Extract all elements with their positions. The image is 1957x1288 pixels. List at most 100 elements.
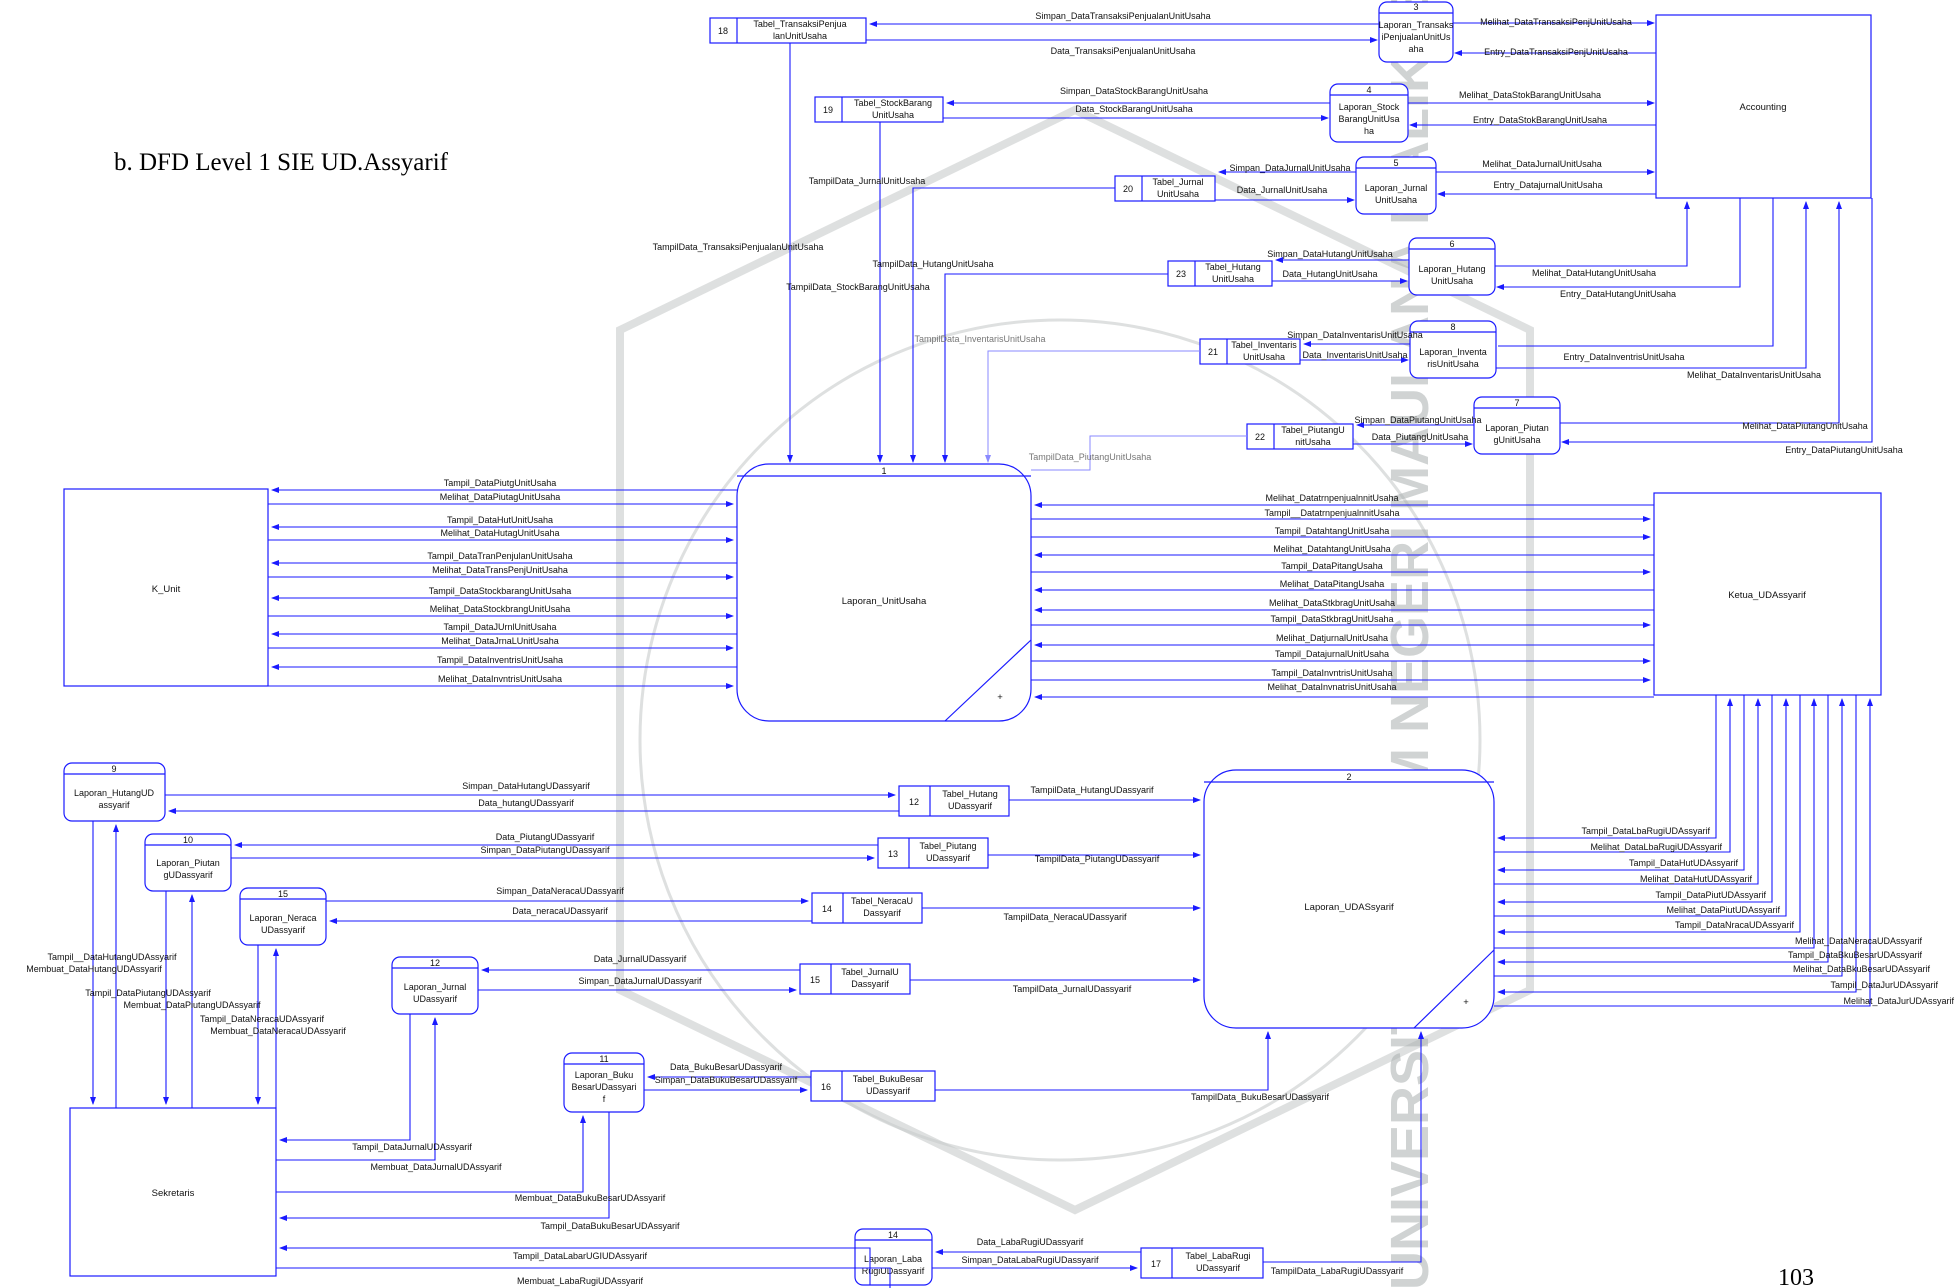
flow-label: Tampil_DatahtangUnitUsaha bbox=[1275, 526, 1390, 536]
process-number: 9 bbox=[111, 764, 116, 774]
store-label: Tabel_TransaksiPenjua bbox=[753, 19, 846, 29]
store-21: 21 Tabel_Inventaris UnitUsaha bbox=[1199, 338, 1301, 365]
flow-label: Data_HutangUnitUsaha bbox=[1282, 269, 1377, 279]
process-12: 12 Laporan_Jurnal UDassyarif bbox=[391, 956, 479, 1015]
watermark-circle bbox=[638, 318, 1482, 1162]
flow-label: Tampil_DataPitangUsaha bbox=[1281, 561, 1383, 571]
flow-label: Melihat_DataJrnaLUnitUsaha bbox=[441, 636, 559, 646]
flow-label: Data_InventarisUnitUsaha bbox=[1302, 350, 1407, 360]
flow-label: Data_PiutangUDassyarif bbox=[496, 832, 595, 842]
store-19: 19 Tabel_StockBarang UnitUsaha bbox=[814, 96, 944, 123]
flow-label: Tampil_DataPiutUDAssyarif bbox=[1655, 890, 1766, 900]
flow-label: Tampil_DataBkuBesarUDAssyarif bbox=[1788, 950, 1923, 960]
process-number: 14 bbox=[888, 1230, 898, 1240]
flow-label: Melihat_DatjurnalUnitUsaha bbox=[1276, 633, 1388, 643]
store-label: Tabel_Inventaris bbox=[1231, 340, 1297, 350]
process-label: gUDassyarif bbox=[163, 870, 213, 880]
process-label: Laporan_Jurnal bbox=[1365, 183, 1428, 193]
entity-label: Sekretaris bbox=[152, 1188, 195, 1199]
process-label: gUnitUsaha bbox=[1493, 435, 1540, 445]
flow-label: Simpan_DataBukuBesarUDassyarif bbox=[655, 1075, 798, 1085]
store-label: Tabel_JurnalU bbox=[841, 967, 899, 977]
flow-label: Simpan_DataHutangUnitUsaha bbox=[1267, 249, 1393, 259]
store-number: 14 bbox=[822, 904, 832, 914]
process-label: Laporan_HutangUD bbox=[74, 788, 155, 798]
flow-label: TampilData_PiutangUDassyarif bbox=[1035, 854, 1160, 864]
flow-label: Simpan_DataHutangUDassyarif bbox=[462, 781, 590, 791]
flow-label: Data_neracaUDassyarif bbox=[512, 906, 608, 916]
flow-label: Melihat_DataPitangUsaha bbox=[1280, 579, 1385, 589]
store-number: 17 bbox=[1151, 1259, 1161, 1269]
flow-label: Tampil_DataJurUDAssyarif bbox=[1830, 980, 1938, 990]
flow-label: Melihat_DataStokBarangUnitUsaha bbox=[1459, 90, 1601, 100]
process-15: 15 Laporan_Neraca UDassyarif bbox=[239, 887, 327, 946]
flows-ketua-p2: Tampil_DataLbaRugiUDAssyarif Melihat_Dat… bbox=[1494, 695, 1954, 1007]
flow-label: Melihat_DataStkbragUnitUsaha bbox=[1269, 598, 1395, 608]
process-number: 5 bbox=[1393, 158, 1398, 168]
store-number: 18 bbox=[718, 26, 728, 36]
flow-label: Simpan_DataNeracaUDassyarif bbox=[496, 886, 624, 896]
store-label: lanUnitUsaha bbox=[773, 31, 827, 41]
store-label: UnitUsaha bbox=[872, 110, 914, 120]
process-9: 9 Laporan_HutangUD assyarif bbox=[63, 762, 166, 822]
store-number: 19 bbox=[823, 105, 833, 115]
process-label: Laporan_Neraca bbox=[249, 913, 316, 923]
process-plus: + bbox=[997, 692, 1003, 703]
store-label: Tabel_NeracaU bbox=[851, 896, 913, 906]
flow-label: Melihat_DataHutagUnitUsaha bbox=[440, 528, 559, 538]
flow-label: Tampil__DatatrnpenjualnnitUsaha bbox=[1264, 508, 1399, 518]
process-label: f bbox=[603, 1094, 606, 1104]
process-label: risUnitUsaha bbox=[1427, 359, 1479, 369]
process-label: Laporan_UDASsyarif bbox=[1304, 902, 1394, 913]
flow-label: Data_hutangUDassyarif bbox=[478, 798, 574, 808]
process-6: 6 Laporan_Hutang UnitUsaha bbox=[1408, 237, 1496, 296]
store-label: UnitUsaha bbox=[1157, 189, 1199, 199]
process-number: 8 bbox=[1450, 322, 1455, 332]
watermark: UNIVERSITAS ISLAM NEGERI MAULANA MALIK I… bbox=[616, 0, 1534, 1288]
process-label: RugiUDassyarif bbox=[862, 1266, 925, 1276]
flow-label: Melihat_DatatrnpenjualnnitUsaha bbox=[1265, 493, 1398, 503]
flows-stores-to-process-1: TampilData_TransaksiPenjualanUnitUsaha T… bbox=[653, 43, 1247, 471]
process-number: 1 bbox=[881, 466, 886, 476]
flow-label: Entry_DatajurnalUnitUsaha bbox=[1493, 180, 1602, 190]
store-label: UDassyarif bbox=[926, 853, 971, 863]
process-plus: + bbox=[1463, 997, 1469, 1008]
entity-label: K_Unit bbox=[152, 584, 181, 595]
flows-k-unit: Tampil_DataPiutgUnitUsaha Melihat_DataPi… bbox=[268, 478, 737, 689]
flow-label: TampilData_InventarisUnitUsaha bbox=[914, 334, 1045, 344]
flow-label: Simpan_DataJurnalUnitUsaha bbox=[1229, 163, 1350, 173]
entity-k-unit: K_Unit bbox=[63, 488, 269, 687]
process-label: assyarif bbox=[98, 800, 130, 810]
flow-label: Tampil_DataBukuBesarUDAssyarif bbox=[540, 1221, 680, 1231]
flows-ud-stores: Simpan_DataHutangUDassyarif Data_hutangU… bbox=[165, 781, 1424, 1276]
flow-label: Entry_DataInventrisUnitUsaha bbox=[1563, 352, 1684, 362]
flow-label: Melihat_DataNeracaUDAssyarif bbox=[1795, 936, 1923, 946]
flow-label: TampilData_StockBarangUnitUsaha bbox=[786, 282, 930, 292]
flow-label: Entry_DataTransaksiPenjUnitUsaha bbox=[1484, 47, 1628, 57]
flow-label: Membuat_DataNeracaUDAssyarif bbox=[210, 1026, 346, 1036]
flows-accounting: Simpan_DataTransaksiPenjualanUnitUsaha D… bbox=[866, 11, 1903, 455]
flows-sekretaris: Tampil__DataHutangUDAssyarif Membuat_Dat… bbox=[26, 821, 891, 1288]
store-number: 16 bbox=[821, 1082, 831, 1092]
entity-ketua: Ketua_UDAssyarif bbox=[1653, 492, 1882, 696]
process-1: 1 Laporan_UnitUsaha + bbox=[736, 463, 1032, 722]
flow-label: Melihat_DataPiutangUnitUsaha bbox=[1742, 421, 1868, 431]
flow-label: TampilData_JurnalUnitUsaha bbox=[809, 176, 926, 186]
store-23: 23 Tabel_Hutang UnitUsaha bbox=[1167, 260, 1273, 287]
flow-label: Simpan_DataTransaksiPenjualanUnitUsaha bbox=[1035, 11, 1210, 21]
process-label: Laporan_Laba bbox=[864, 1254, 922, 1264]
flow-label: Data_BukuBesarUDassyarif bbox=[670, 1062, 783, 1072]
store-16: 16 Tabel_BukuBesar UDassyarif bbox=[810, 1070, 936, 1102]
store-number: 13 bbox=[888, 849, 898, 859]
flow-label: Tampil_DataTranPenjulanUnitUsaha bbox=[427, 551, 572, 561]
process-10: 10 Laporan_Piutan gUDassyarif bbox=[144, 833, 232, 892]
process-label: UnitUsaha bbox=[1431, 276, 1473, 286]
flow-label: Data_JurnalUDassyarif bbox=[594, 954, 687, 964]
flow-label: TampilData_HutangUnitUsaha bbox=[872, 259, 993, 269]
store-label: Tabel_Hutang bbox=[942, 789, 998, 799]
store-13: 13 Tabel_Piutang UDassyarif bbox=[877, 837, 989, 869]
flow-label: Melihat_DataLbaRugiUDAssyarif bbox=[1590, 842, 1722, 852]
process-label: Laporan_Inventa bbox=[1419, 347, 1487, 357]
flow-label: TampilData_PiutangUnitUsaha bbox=[1029, 452, 1152, 462]
flow-label: Tampil_DataJurnalUDAssyarif bbox=[352, 1142, 472, 1152]
